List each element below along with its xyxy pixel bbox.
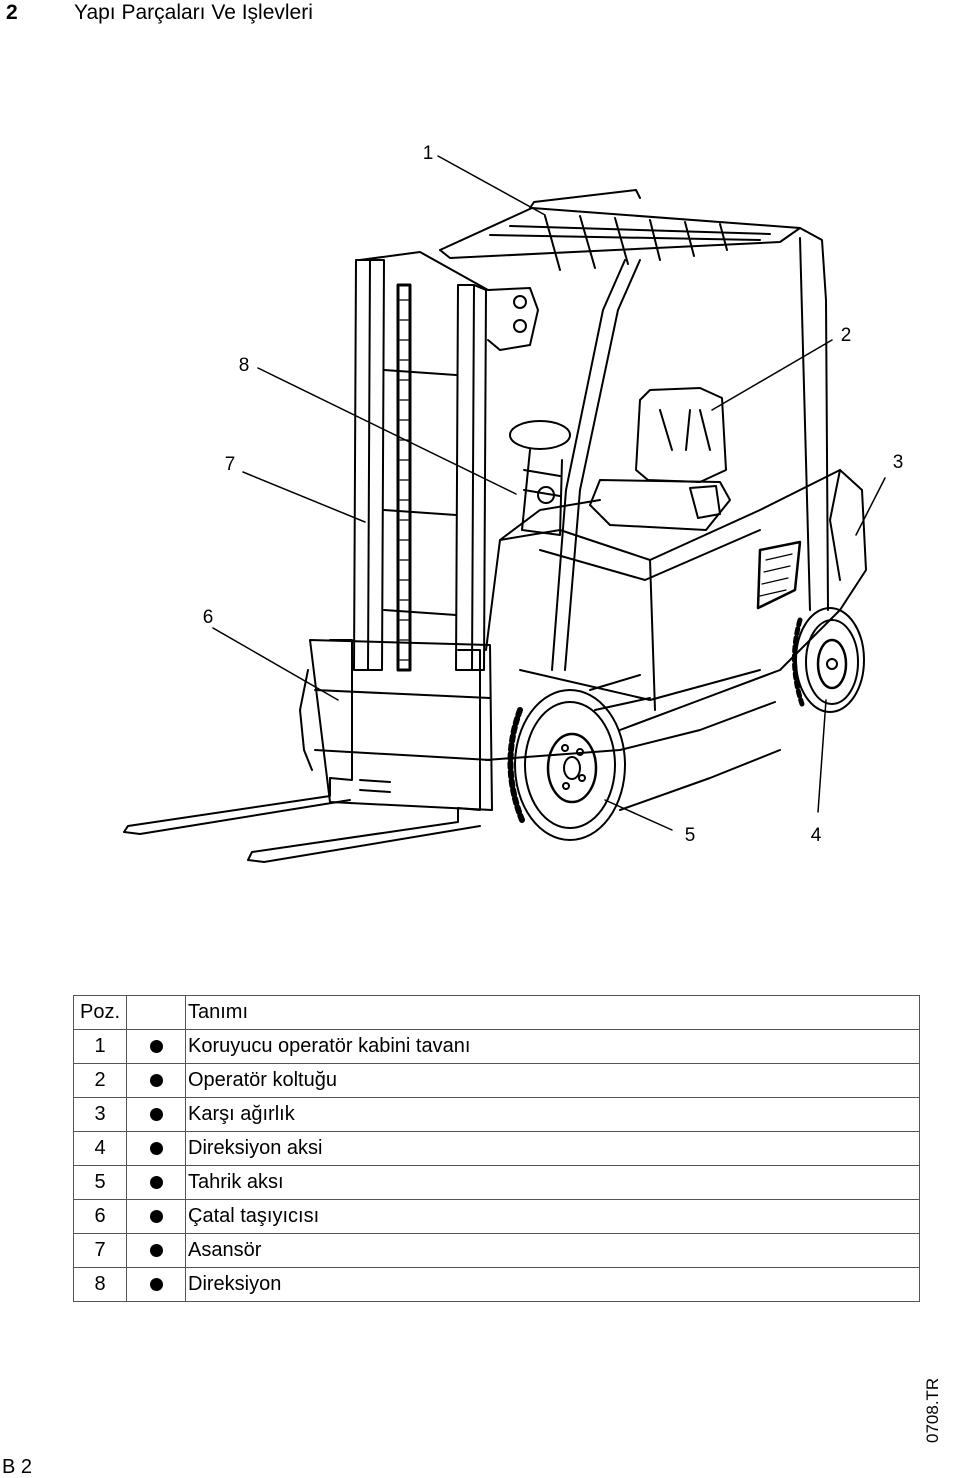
callout-2: 2 — [840, 325, 852, 346]
table-row: 7 Asansör — [73, 1233, 920, 1268]
row-position: 8 — [73, 1267, 127, 1302]
row-description: Direksiyon — [185, 1267, 920, 1302]
bullet-icon-cell — [126, 1063, 186, 1098]
callout-3: 3 — [892, 452, 904, 473]
row-position: 5 — [73, 1165, 127, 1200]
callout-4: 4 — [810, 825, 822, 846]
row-position: 1 — [73, 1029, 127, 1064]
legend-header-row: Poz. Tanımı — [73, 995, 920, 1030]
callout-leaders — [212, 155, 886, 831]
section-title: Yapı Parçaları Ve Işlevleri — [74, 1, 313, 24]
row-position: 6 — [73, 1199, 127, 1234]
bullet-icon-cell — [126, 1131, 186, 1166]
row-description: Direksiyon aksi — [185, 1131, 920, 1166]
bullet-icon-cell — [126, 1199, 186, 1234]
bullet-icon — [149, 1074, 163, 1088]
callout-1: 1 — [422, 143, 434, 164]
callout-8: 8 — [238, 355, 250, 376]
bullet-icon — [149, 1244, 163, 1258]
overhead-guard — [439, 189, 829, 671]
description-column-header: Tanımı — [185, 995, 920, 1030]
bullet-icon — [149, 1210, 163, 1224]
bullet-icon — [149, 1142, 163, 1156]
bullet-icon-cell — [126, 1029, 186, 1064]
callout-7: 7 — [224, 454, 236, 475]
bullet-column-header — [126, 995, 186, 1030]
bullet-icon-cell — [126, 1233, 186, 1268]
callout-6: 6 — [202, 607, 214, 628]
row-description: Tahrik aksı — [185, 1165, 920, 1200]
operator-seat — [589, 387, 731, 531]
table-row: 8 Direksiyon — [73, 1267, 920, 1302]
fork-carriage — [123, 639, 493, 863]
bullet-icon — [149, 1278, 163, 1292]
table-row: 2 Operatör koltuğu — [73, 1063, 920, 1098]
steer-wheel — [792, 607, 865, 713]
drive-wheel — [507, 689, 626, 841]
bullet-icon-cell — [126, 1097, 186, 1132]
forklift-illustration: 1 2 3 4 5 6 7 8 — [0, 110, 960, 890]
bullet-icon — [149, 1108, 163, 1122]
pos-column-header: Poz. — [73, 995, 127, 1030]
bullet-icon-cell — [126, 1165, 186, 1200]
table-row: 1 Koruyucu operatör kabini tavanı — [73, 1029, 920, 1064]
row-position: 4 — [73, 1131, 127, 1166]
bullet-icon-cell — [126, 1267, 186, 1302]
document-code: 0708.TR — [923, 1377, 942, 1443]
row-position: 3 — [73, 1097, 127, 1132]
row-position: 2 — [73, 1063, 127, 1098]
callout-5: 5 — [684, 825, 696, 846]
legend-table: Poz. Tanımı 1 Koruyucu operatör kabini t… — [73, 995, 920, 1302]
bullet-icon — [149, 1176, 163, 1190]
row-description: Asansör — [185, 1233, 920, 1268]
steering-wheel — [509, 420, 571, 536]
section-number: 2 — [6, 1, 18, 24]
table-row: 4 Direksiyon aksi — [73, 1131, 920, 1166]
forklift-drawing — [123, 155, 886, 863]
mast — [353, 251, 539, 672]
page-number: B 2 — [2, 1456, 33, 1478]
table-row: 5 Tahrik aksı — [73, 1165, 920, 1200]
row-description: Operatör koltuğu — [185, 1063, 920, 1098]
table-row: 3 Karşı ağırlık — [73, 1097, 920, 1132]
row-description: Çatal taşıyıcısı — [185, 1199, 920, 1234]
bullet-icon — [149, 1040, 163, 1054]
row-position: 7 — [73, 1233, 127, 1268]
lower-frame — [359, 701, 781, 811]
row-description: Koruyucu operatör kabini tavanı — [185, 1029, 920, 1064]
row-description: Karşı ağırlık — [185, 1097, 920, 1132]
table-row: 6 Çatal taşıyıcısı — [73, 1199, 920, 1234]
